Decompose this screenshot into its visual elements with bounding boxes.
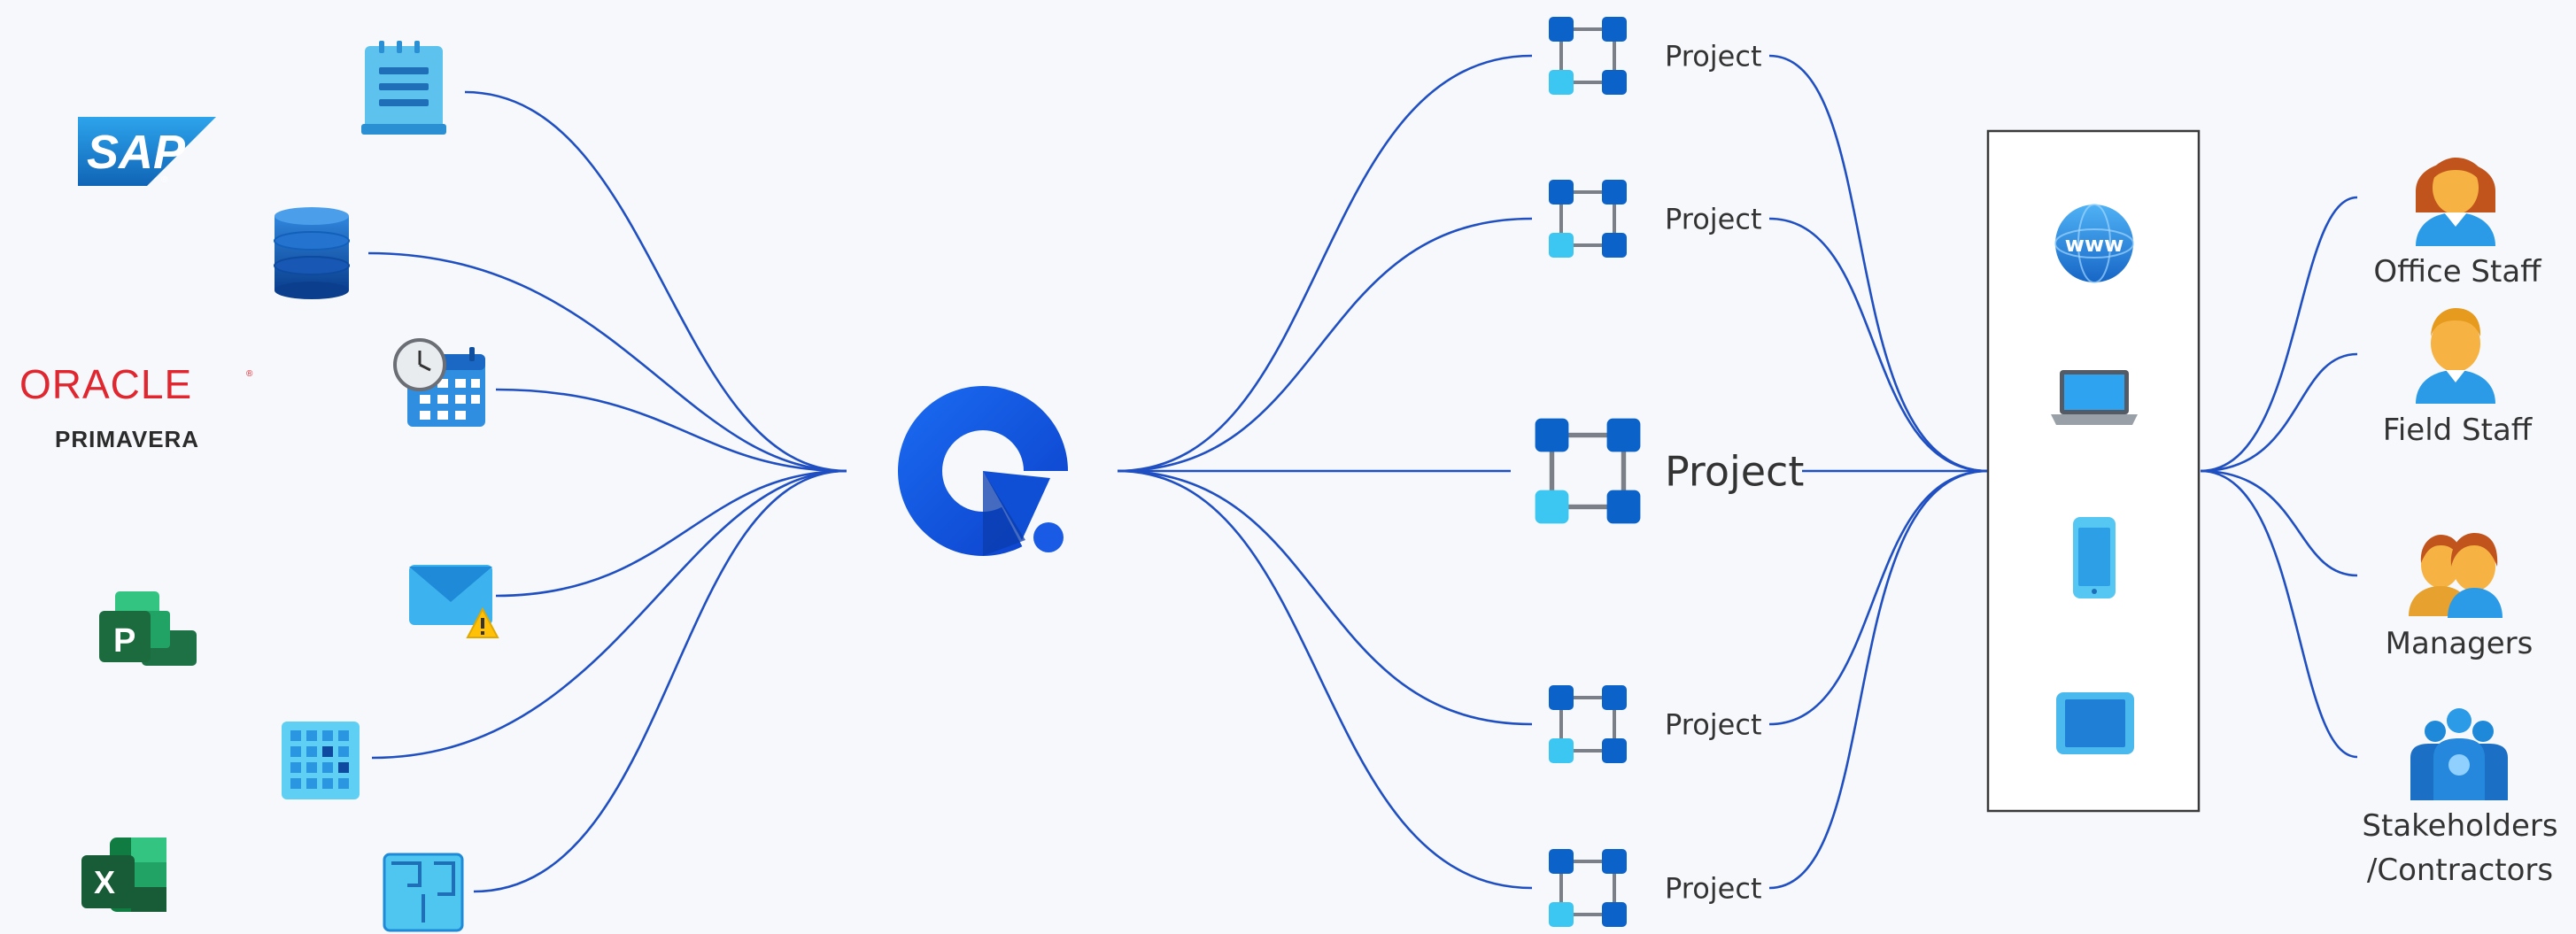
edge-devices-to-field-staff xyxy=(2200,352,2358,473)
edge-devices-to-stakeholders xyxy=(2200,469,2358,759)
project-label: Project xyxy=(1665,448,1804,496)
edge-hub-to-project-4 xyxy=(1117,469,1533,726)
edge-project-5-to-devices xyxy=(1768,469,1989,890)
project-network-icon xyxy=(1549,17,1627,95)
oracle-logo-text: ORACLE xyxy=(19,361,192,407)
user-label-stakeholders-line1: Stakeholders xyxy=(2362,808,2557,844)
edge-project-1-to-devices xyxy=(1768,54,1989,473)
edge-project-4-to-devices xyxy=(1768,469,1989,726)
edge-project-2-to-devices xyxy=(1768,217,1989,473)
project-node: Project xyxy=(1549,17,1761,95)
edge-email-to-hub xyxy=(495,469,847,598)
project-label: Project xyxy=(1665,40,1761,73)
source-logos: SAP ® ORACLE ® PRIMAVERA P X xyxy=(19,117,253,912)
excel-logo: X xyxy=(81,838,166,912)
project-network-icon xyxy=(1549,685,1627,763)
schedule-grid-icon xyxy=(282,722,360,799)
project-node: Project xyxy=(1549,180,1761,258)
database-icon xyxy=(274,207,350,299)
phone-icon xyxy=(2073,517,2116,598)
project-node: Project xyxy=(1549,685,1761,763)
hub-logo: Q xyxy=(898,386,1068,556)
project-network-icon xyxy=(1549,180,1627,258)
project-network-icon xyxy=(1535,418,1641,524)
oracle-primavera-logo: ORACLE ® PRIMAVERA xyxy=(19,361,253,452)
web-globe-icon: www xyxy=(2054,204,2134,283)
project-label: Project xyxy=(1665,872,1761,906)
floor-plan-icon xyxy=(383,853,464,932)
project-label: Project xyxy=(1665,203,1761,236)
calendar-clock-icon xyxy=(393,338,485,427)
user-label-field-staff: Field Staff xyxy=(2383,413,2533,448)
office-staff-icon xyxy=(2416,158,2495,246)
svg-text:®: ® xyxy=(161,175,168,185)
user-label-office-staff: Office Staff xyxy=(2373,254,2542,289)
sap-logo: SAP ® xyxy=(78,117,216,186)
web-globe-text: www xyxy=(2065,232,2124,257)
edge-calendar-to-hub xyxy=(495,388,847,473)
data-source-icons xyxy=(274,41,499,932)
excel-letter: X xyxy=(94,864,115,900)
stakeholders-icon xyxy=(2410,708,2508,800)
ms-project-logo: P xyxy=(99,591,197,666)
edge-hub-to-project-1 xyxy=(1117,54,1533,473)
edge-floorplan-to-hub xyxy=(473,469,847,893)
project-network-icon xyxy=(1549,849,1627,927)
users-column: Office Staff Field Staff Managers xyxy=(2362,158,2558,888)
edge-notes-to-hub xyxy=(464,90,847,473)
edge-hub-to-project-5 xyxy=(1117,469,1533,890)
edge-hub-to-project-2 xyxy=(1117,217,1533,473)
primavera-logo-text: PRIMAVERA xyxy=(55,426,199,452)
notes-icon xyxy=(361,41,446,135)
ms-project-letter: P xyxy=(113,622,135,660)
user-label-stakeholders-line2: /Contractors xyxy=(2367,853,2553,888)
project-node: Project xyxy=(1535,418,1804,524)
user-label-managers: Managers xyxy=(2386,626,2533,661)
project-node: Project xyxy=(1549,849,1761,927)
field-staff-icon xyxy=(2416,308,2495,404)
laptop-icon xyxy=(2051,370,2138,425)
connector-lines xyxy=(367,54,2358,893)
edge-grid-to-hub xyxy=(371,469,847,760)
edge-database-to-hub xyxy=(367,251,847,473)
project-label: Project xyxy=(1665,708,1761,742)
tablet-icon xyxy=(2056,692,2134,754)
edge-devices-to-office-staff xyxy=(2200,196,2358,473)
managers-icon xyxy=(2409,533,2503,618)
svg-text:®: ® xyxy=(246,369,253,379)
device-panel: www xyxy=(1986,129,2201,813)
email-warning-icon xyxy=(409,565,499,638)
sap-logo-text: SAP xyxy=(87,126,186,179)
edge-devices-to-managers xyxy=(2200,469,2358,577)
